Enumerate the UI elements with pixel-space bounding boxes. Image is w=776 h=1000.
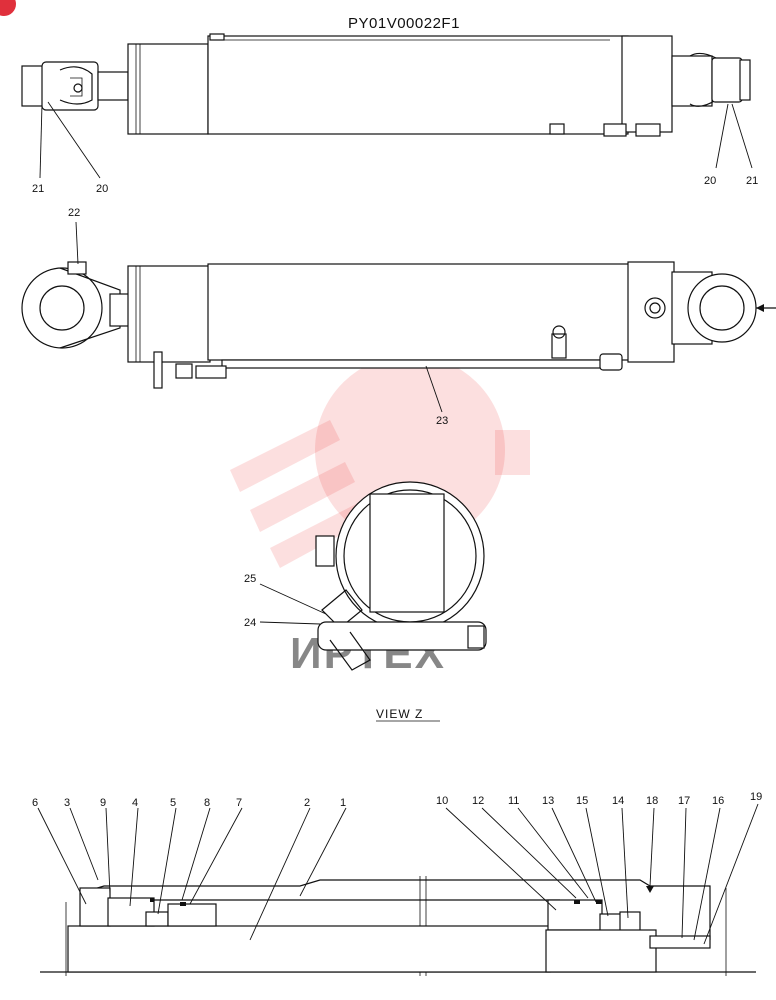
watermark-logo	[230, 335, 530, 568]
section-view	[40, 876, 756, 976]
view-z-callouts: 25 24	[244, 573, 327, 629]
callout-23: 23	[436, 415, 448, 427]
side-view-callouts: 22 23	[68, 207, 448, 427]
view-z-label: VIEW Z	[376, 707, 423, 721]
callout-15: 15	[576, 795, 588, 807]
callout-2: 2	[304, 797, 310, 809]
callout-14: 14	[612, 795, 624, 807]
view-z-detail	[315, 481, 487, 671]
side-view-cylinder	[21, 261, 776, 389]
callout-20-right: 20	[704, 175, 716, 187]
callout-16: 16	[712, 795, 724, 807]
callout-10: 10	[436, 795, 448, 807]
callout-20-left: 20	[96, 183, 108, 195]
callout-11: 11	[508, 795, 519, 807]
callout-8: 8	[204, 797, 210, 809]
corner-badge	[0, 0, 16, 16]
callout-25: 25	[244, 573, 256, 585]
callout-13: 13	[542, 795, 554, 807]
callout-17: 17	[678, 795, 690, 807]
callout-12: 12	[472, 795, 484, 807]
top-view-callouts: 21 20 20 21	[32, 101, 758, 195]
callout-21-left: 21	[32, 183, 44, 195]
callout-1: 1	[340, 797, 346, 809]
callout-6: 6	[32, 797, 38, 809]
callout-19: 19	[750, 791, 762, 803]
callout-9: 9	[100, 797, 106, 809]
top-view-cylinder	[21, 33, 751, 137]
section-callouts: 6 3 9 4 5 8 7 2 1 10 12 11 13 15 14 18 1…	[32, 791, 762, 945]
callout-4: 4	[132, 797, 138, 809]
part-number: PY01V00022F1	[348, 15, 460, 32]
callout-18: 18	[646, 795, 658, 807]
callout-5: 5	[170, 797, 176, 809]
callout-21-right: 21	[746, 175, 758, 187]
callout-24: 24	[244, 617, 256, 629]
callout-3: 3	[64, 797, 70, 809]
callout-7: 7	[236, 797, 242, 809]
callout-22: 22	[68, 207, 80, 219]
